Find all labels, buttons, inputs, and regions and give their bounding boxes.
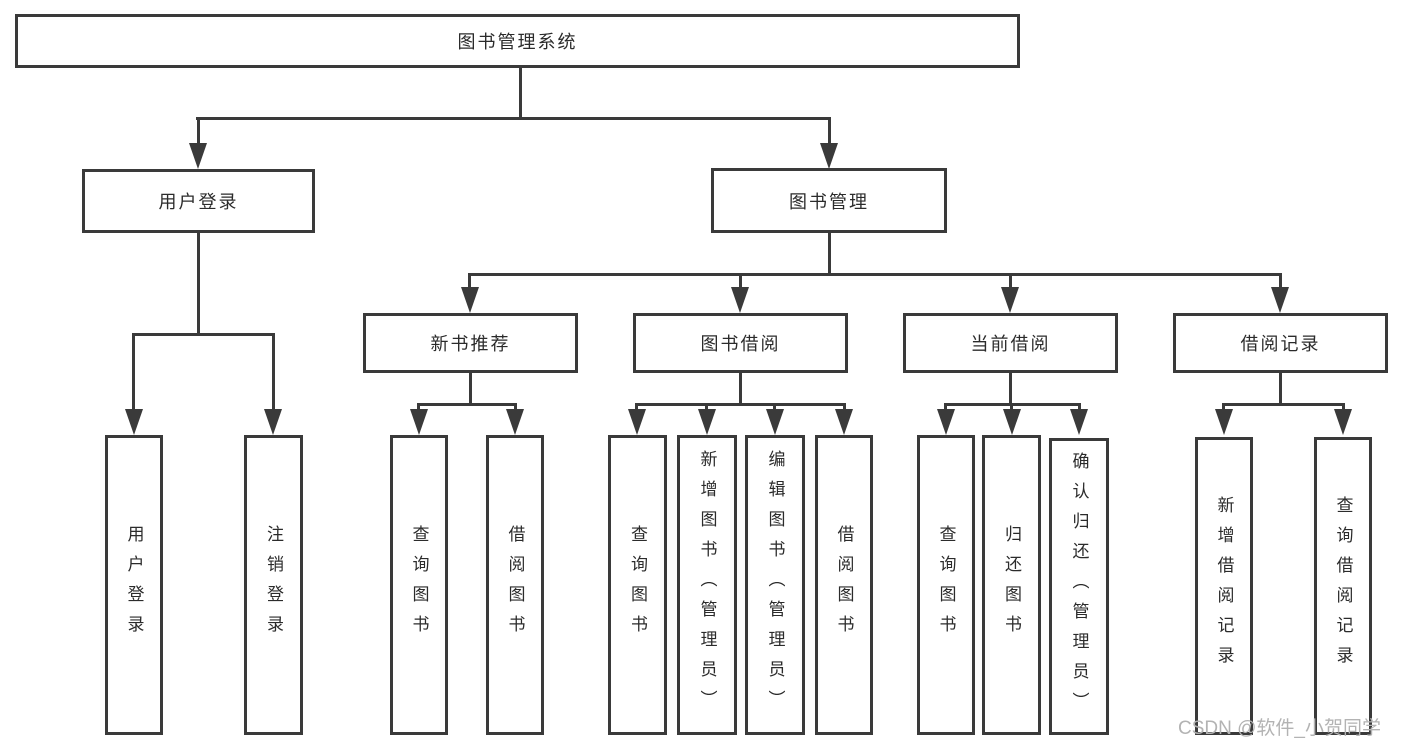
connector-drop xyxy=(1222,403,1225,413)
connector-drop-book-borrow xyxy=(739,273,742,289)
arrow-query-books-1 xyxy=(410,409,428,435)
node-leaf-return-books: 归还图书 xyxy=(982,435,1041,735)
node-leaf-query-books-2: 查询图书 xyxy=(608,435,667,735)
leaf-label: 归还图书 xyxy=(1002,525,1021,645)
section-label: 图书借阅 xyxy=(700,334,781,354)
node-root: 图书管理系统 xyxy=(15,14,1020,68)
arrow-query-borrow-record xyxy=(1334,409,1352,435)
arrow-book-borrow xyxy=(731,287,749,313)
node-leaf-logout: 注销登录 xyxy=(244,435,303,735)
arrow-login xyxy=(125,409,143,435)
connector-book-management-stem xyxy=(828,233,831,276)
leaf-label: 新增图书（管理员） xyxy=(697,450,717,720)
connector-drop xyxy=(1342,403,1345,413)
node-leaf-confirm-return-admin: 确认归还（管理员） xyxy=(1049,438,1109,735)
connector-level3 xyxy=(468,273,1282,276)
connector-book-borrow-stem xyxy=(739,373,742,406)
leaf-label: 用户登录 xyxy=(124,525,144,645)
node-leaf-query-books-3: 查询图书 xyxy=(917,435,975,735)
section-label: 当前借阅 xyxy=(970,334,1051,354)
leaf-label: 查询图书 xyxy=(628,525,647,645)
leaf-label: 查询图书 xyxy=(409,525,429,645)
connector-book-borrow-children xyxy=(635,403,846,406)
csdn-watermark: CSDN @软件_小贺同学 xyxy=(1178,718,1381,739)
section-label: 借阅记录 xyxy=(1240,334,1321,354)
node-leaf-borrow-books-1: 借阅图书 xyxy=(486,435,544,735)
node-new-book-recommend: 新书推荐 xyxy=(363,313,578,373)
section-label: 新书推荐 xyxy=(430,334,511,354)
leaf-label: 编辑图书（管理员） xyxy=(765,450,785,720)
arrow-return-books xyxy=(1003,409,1021,435)
connector-drop xyxy=(773,403,776,413)
arrow-confirm-return xyxy=(1070,409,1088,435)
connector-user-login-children xyxy=(132,333,275,336)
leaf-label: 确认归还（管理员） xyxy=(1069,451,1089,722)
connector-drop xyxy=(1010,403,1013,413)
connector-drop-book-management xyxy=(828,117,831,145)
connector-borrow-records-stem xyxy=(1279,373,1282,406)
connector-drop-logout xyxy=(272,333,275,412)
connector-drop xyxy=(635,403,638,413)
arrow-edit-books xyxy=(766,409,784,435)
arrow-query-books-2 xyxy=(628,409,646,435)
arrow-logout xyxy=(264,409,282,435)
node-user-login-label: 用户登录 xyxy=(158,192,239,212)
node-leaf-add-borrow-record: 新增借阅记录 xyxy=(1195,437,1253,735)
connector-drop xyxy=(944,403,947,413)
arrow-borrow-books-2 xyxy=(835,409,853,435)
leaf-label: 借阅图书 xyxy=(505,525,525,645)
node-book-management-label: 图书管理 xyxy=(789,191,869,212)
node-leaf-edit-books-admin: 编辑图书（管理员） xyxy=(745,435,805,735)
connector-drop-current-borrow xyxy=(1009,273,1012,289)
connector-level1 xyxy=(196,117,830,120)
node-leaf-query-borrow-record: 查询借阅记录 xyxy=(1314,437,1372,735)
node-book-borrow: 图书借阅 xyxy=(633,313,848,373)
leaf-label: 注销登录 xyxy=(264,525,283,645)
connector-new-book-stem xyxy=(469,373,472,406)
connector-drop-borrow-records xyxy=(1279,273,1282,289)
connector-user-login-stem xyxy=(197,233,200,336)
arrow-add-books xyxy=(698,409,716,435)
arrow-current-borrow xyxy=(1001,287,1019,313)
connector-drop-new-book xyxy=(468,273,471,289)
node-user-login: 用户登录 xyxy=(82,169,315,233)
arrow-new-book xyxy=(461,287,479,313)
node-root-label: 图书管理系统 xyxy=(457,32,578,52)
arrow-borrow-records xyxy=(1271,287,1289,313)
connector-drop xyxy=(1078,403,1081,413)
arrow-add-borrow-record xyxy=(1215,409,1233,435)
connector-root-stem xyxy=(519,68,522,118)
leaf-label: 新增借阅记录 xyxy=(1214,496,1234,676)
connector-drop xyxy=(843,403,846,413)
connector-drop xyxy=(705,403,708,413)
connector-drop xyxy=(417,403,420,413)
connector-drop-user-login xyxy=(197,117,200,145)
arrow-borrow-books-1 xyxy=(506,409,524,435)
node-current-borrow: 当前借阅 xyxy=(903,313,1118,373)
arrow-book-management xyxy=(820,143,838,169)
arrow-query-books-3 xyxy=(937,409,955,435)
node-leaf-borrow-books-2: 借阅图书 xyxy=(815,435,873,735)
connector-borrow-records-children xyxy=(1222,403,1345,406)
connector-new-book-children xyxy=(417,403,517,406)
node-leaf-query-books-1: 查询图书 xyxy=(390,435,448,735)
node-leaf-user-login: 用户登录 xyxy=(105,435,163,735)
arrow-user-login xyxy=(189,143,207,169)
connector-drop xyxy=(514,403,517,413)
node-leaf-add-books-admin: 新增图书（管理员） xyxy=(677,435,737,735)
leaf-label: 借阅图书 xyxy=(834,525,854,645)
leaf-label: 查询图书 xyxy=(936,525,956,645)
connector-current-borrow-stem xyxy=(1009,373,1012,406)
leaf-label: 查询借阅记录 xyxy=(1333,496,1353,676)
node-borrow-records: 借阅记录 xyxy=(1173,313,1388,373)
connector-drop-login xyxy=(132,333,135,412)
node-book-management: 图书管理 xyxy=(711,168,947,233)
